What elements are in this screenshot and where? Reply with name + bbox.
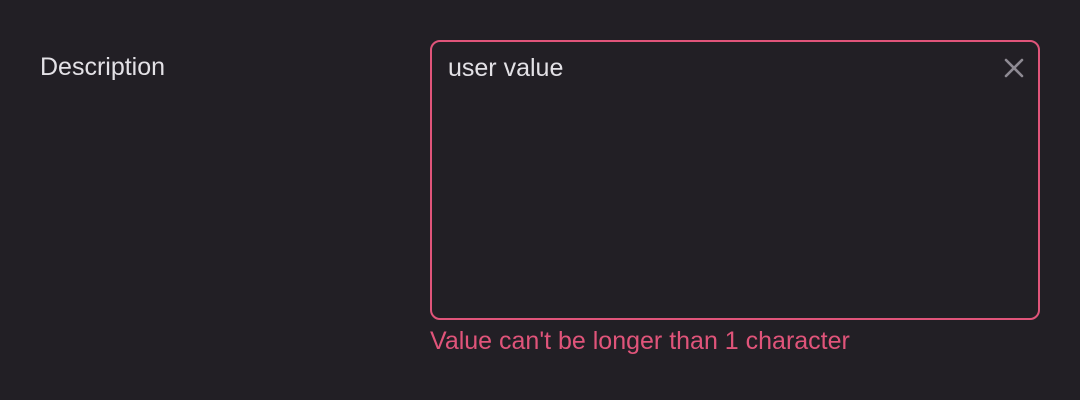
error-message: Value can't be longer than 1 character (430, 327, 850, 355)
textarea-value[interactable]: user value (448, 54, 564, 82)
clear-button[interactable] (1002, 56, 1026, 80)
close-icon (1004, 58, 1024, 78)
description-textarea[interactable]: user value (430, 40, 1040, 320)
field-label: Description (40, 53, 166, 81)
